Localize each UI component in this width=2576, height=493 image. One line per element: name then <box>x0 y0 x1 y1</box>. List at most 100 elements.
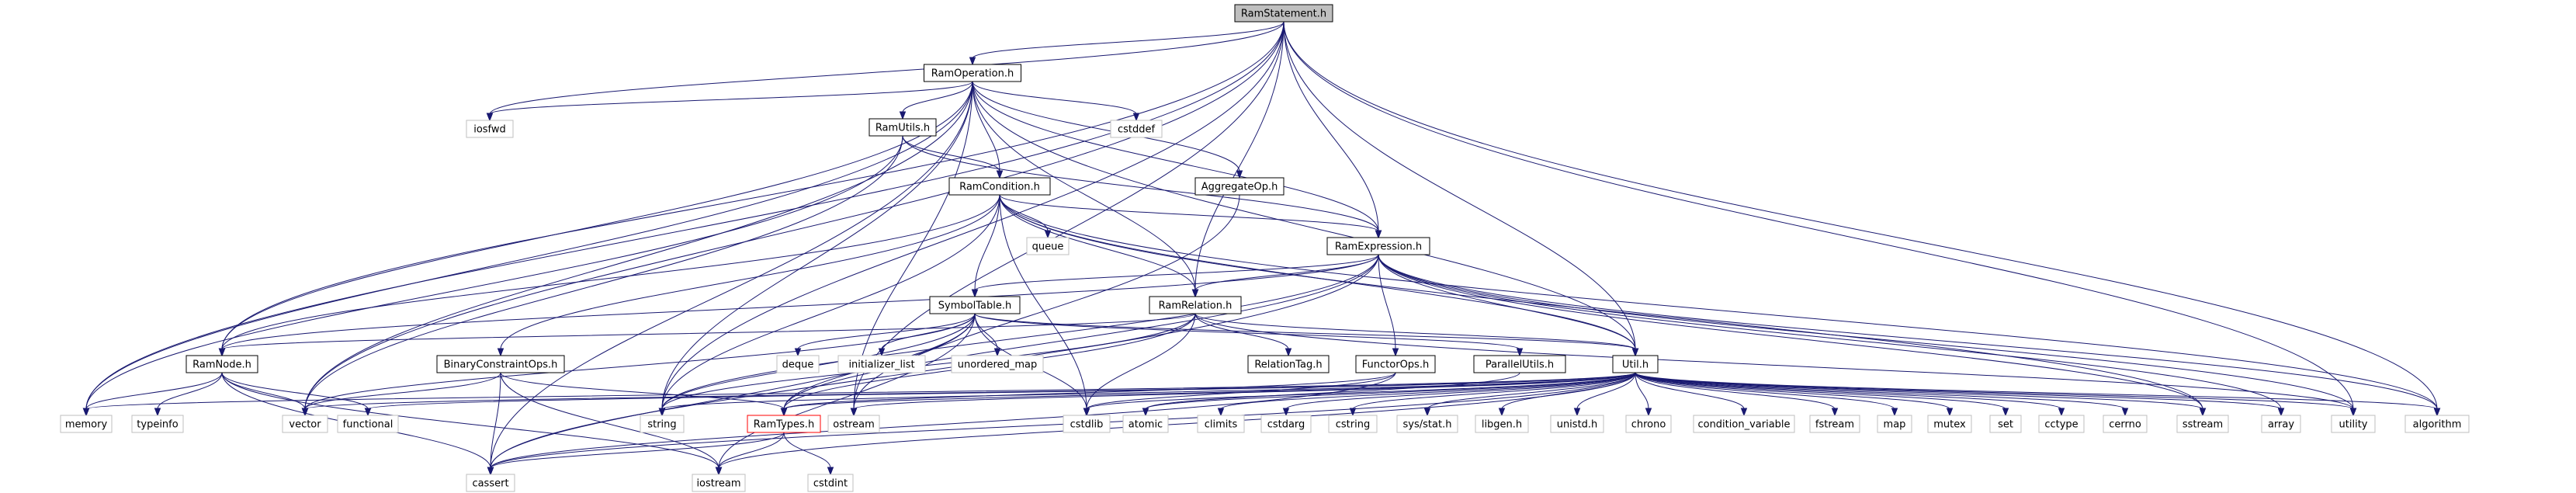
node-box <box>1026 237 1070 255</box>
edge-util-h-to-set <box>1635 372 2009 417</box>
node-ramcondition-h[interactable]: RamCondition.h <box>948 177 1051 196</box>
edge-util-h-to-sys-stat-h <box>1423 372 1636 417</box>
edge-ramoperation-h-to-util-h <box>972 81 1639 357</box>
node-label: AggregateOp.h <box>1201 182 1278 193</box>
node-initializer-list: initializer_list <box>837 355 926 373</box>
node-box <box>2261 415 2301 433</box>
node-ramnode-h[interactable]: RamNode.h <box>185 355 258 373</box>
node-box <box>1475 415 1529 433</box>
node-ramtypes-h[interactable]: RamTypes.h <box>747 415 821 433</box>
node-box <box>640 415 685 433</box>
node-unordered-map: unordered_map <box>951 355 1044 373</box>
edges-layer <box>82 21 2441 476</box>
edge-ramrelation-h-to-relationtag-h <box>1194 313 1292 357</box>
node-ramrelation-h[interactable]: RamRelation.h <box>1149 296 1242 314</box>
node-label: array <box>2268 419 2294 431</box>
node-utility: utility <box>2331 415 2376 433</box>
edge-ramrelation-h-to-ramnode-h <box>218 313 1196 357</box>
node-label: iostream <box>696 478 740 490</box>
edge-binaryconstraintops-h-to-vector <box>301 372 501 417</box>
node-box <box>1247 355 1330 373</box>
edge-util-h-to-cstring <box>1349 372 1636 417</box>
node-label: cerrno <box>2109 419 2141 431</box>
node-box <box>1877 415 1912 433</box>
edge-ramcondition-h-to-binaryconstraintops-h <box>497 194 1000 357</box>
node-ramstatement-h[interactable]: RamStatement.h <box>1234 4 1333 23</box>
edge-ramtypes-h-to-cstdint <box>783 432 834 476</box>
node-box <box>1396 415 1458 433</box>
node-label: ParallelUtils.h <box>1486 359 1554 371</box>
node-label: SymbolTable.h <box>938 300 1011 312</box>
node-label: cstdarg <box>1267 419 1305 431</box>
node-vector: vector <box>282 415 328 433</box>
edge-util-h-to-string <box>658 372 1636 417</box>
node-box <box>929 296 1021 314</box>
edge-ramstatement-h-to-algorithm <box>1283 21 2441 417</box>
node-label: climits <box>1205 419 1238 431</box>
edge-util-h-to-atomic <box>1142 372 1636 417</box>
edge-ramnode-h-to-vector <box>221 372 309 417</box>
node-ramoperation-h[interactable]: RamOperation.h <box>924 64 1021 82</box>
edge-util-h-to-condition-variable <box>1635 372 1748 417</box>
node-functional: functional <box>337 415 399 433</box>
edge-ramtypes-h-to-cassert <box>487 432 785 476</box>
node-cstdlib: cstdlib <box>1063 415 1111 433</box>
node-box <box>1194 177 1285 196</box>
node-box <box>466 120 514 138</box>
node-box <box>466 474 515 492</box>
node-label: libgen.h <box>1482 419 1522 431</box>
node-box <box>1110 120 1163 138</box>
node-label: map <box>1884 419 1906 431</box>
node-deque: deque <box>776 355 820 373</box>
node-array: array <box>2261 415 2301 433</box>
node-unistd-h: unistd.h <box>1550 415 1604 433</box>
node-box <box>951 355 1044 373</box>
edge-util-h-to-chrono <box>1635 372 1652 417</box>
node-aggregateop-h[interactable]: AggregateOp.h <box>1194 177 1285 196</box>
node-box <box>1122 415 1169 433</box>
node-label: sys/stat.h <box>1403 419 1452 431</box>
node-label: unordered_map <box>958 359 1038 371</box>
edge-ramstatement-h-to-util-h <box>1283 21 1639 357</box>
node-relationtag-h[interactable]: RelationTag.h <box>1247 355 1330 373</box>
node-parallelutils-h[interactable]: ParallelUtils.h <box>1473 355 1566 373</box>
edge-ramstatement-h-to-ramexpression-h <box>1283 21 1382 239</box>
node-label: iosfwd <box>473 124 506 136</box>
node-ramutils-h[interactable]: RamUtils.h <box>868 118 937 137</box>
node-label: cassert <box>472 478 508 490</box>
node-util-h[interactable]: Util.h <box>1612 355 1659 373</box>
node-chrono: chrono <box>1625 415 1672 433</box>
edge-util-h-to-climits <box>1217 372 1636 417</box>
edge-ramexpression-h-to-symboltable-h <box>971 254 1379 298</box>
node-symboltable-h[interactable]: SymbolTable.h <box>929 296 1021 314</box>
edge-util-h-to-unistd-h <box>1573 372 1636 417</box>
node-cstring: cstring <box>1328 415 1378 433</box>
edge-ramoperation-h-to-cstddef <box>972 81 1140 122</box>
node-box <box>1927 415 1972 433</box>
edge-util-h-to-map <box>1635 372 1898 417</box>
node-ostream: ostream <box>827 415 880 433</box>
node-set: set <box>1989 415 2022 433</box>
edge-ramstatement-h-to-ramrelation-h <box>1191 21 1285 298</box>
node-box <box>282 415 328 433</box>
edge-util-h-to-algorithm <box>1635 372 2441 417</box>
edge-util-h-to-array <box>1635 372 2285 417</box>
node-label: RamNode.h <box>192 359 251 371</box>
node-box <box>1197 415 1245 433</box>
edge-ramcondition-h-to-ramexpression-h <box>999 194 1382 239</box>
edge-util-h-to-cerrno <box>1635 372 2129 417</box>
edge-util-h-to-cstdarg <box>1282 372 1636 417</box>
node-typeinfo: typeinfo <box>131 415 184 433</box>
edge-ramutils-h-to-memory <box>82 135 903 417</box>
node-functorops-h[interactable]: FunctorOps.h <box>1355 355 1436 373</box>
edge-ramstatement-h-to-utility <box>1283 21 2357 417</box>
node-label: condition_variable <box>1697 419 1790 431</box>
node-box <box>1234 4 1333 23</box>
node-box <box>185 355 258 373</box>
node-label: utility <box>2339 419 2368 431</box>
node-binaryconstraintops-h[interactable]: BinaryConstraintOps.h <box>436 355 565 373</box>
edge-ramoperation-h-to-iosfwd <box>486 81 973 122</box>
node-label: RamTypes.h <box>754 419 814 431</box>
node-ramexpression-h[interactable]: RamExpression.h <box>1326 237 1430 255</box>
node-label: RamOperation.h <box>931 68 1014 80</box>
